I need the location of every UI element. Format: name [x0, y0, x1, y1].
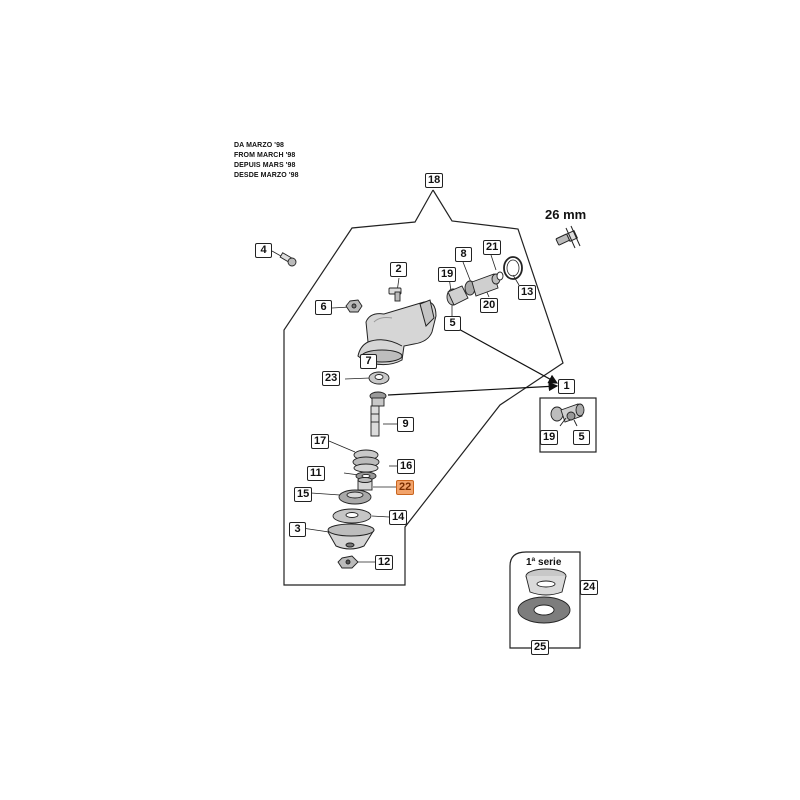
first-series-box [509, 551, 581, 649]
callout-16[interactable]: 16 [397, 459, 416, 474]
part-15-flange [338, 489, 372, 505]
header-line-en: FROM MARCH '98 [234, 152, 296, 159]
first-series-label: 1ª serie [526, 557, 562, 568]
arrow-to-part-1 [387, 326, 559, 396]
part-23-bearing [368, 371, 390, 385]
callout-24[interactable]: 24 [580, 580, 599, 595]
part-2-screw [388, 287, 402, 302]
wrench-26mm-icon [555, 225, 581, 249]
callout-14[interactable]: 14 [389, 510, 408, 525]
header-line-fr: DEPUIS MARS '98 [234, 162, 296, 169]
callout-11[interactable]: 11 [307, 466, 325, 481]
part-6-plug [345, 299, 363, 313]
dimension-label: 26 mm [545, 207, 587, 222]
callout-21[interactable]: 21 [483, 240, 502, 255]
callout-18[interactable]: 18 [425, 173, 444, 188]
part-16-ring-stack [352, 449, 380, 481]
callout-5-detail[interactable]: 5 [573, 430, 590, 445]
part-3-cup [327, 523, 375, 550]
callout-13[interactable]: 13 [518, 285, 537, 300]
callout-19[interactable]: 19 [438, 267, 457, 282]
part-9-shaft [369, 391, 387, 437]
part-12-nut [337, 555, 359, 569]
callout-3[interactable]: 3 [289, 522, 306, 537]
callout-5[interactable]: 5 [444, 316, 461, 331]
callout-19-detail[interactable]: 19 [540, 430, 559, 445]
part-14-washer [332, 508, 372, 524]
callout-15[interactable]: 15 [294, 487, 313, 502]
callout-25[interactable]: 25 [531, 640, 550, 655]
callout-2[interactable]: 2 [390, 262, 407, 277]
callout-9[interactable]: 9 [397, 417, 414, 432]
callout-12[interactable]: 12 [375, 555, 394, 570]
callout-23[interactable]: 23 [322, 371, 341, 386]
callout-20[interactable]: 20 [480, 298, 499, 313]
callout-22-highlighted[interactable]: 22 [396, 480, 415, 495]
part-4-screw [279, 252, 297, 267]
callout-8[interactable]: 8 [455, 247, 472, 262]
callout-7[interactable]: 7 [360, 354, 377, 369]
header-line-es: DESDE MARZO '98 [234, 172, 299, 179]
header-line-it: DA MARZO '98 [234, 142, 285, 149]
part-22-hub [357, 477, 373, 491]
callout-17[interactable]: 17 [311, 434, 330, 449]
part-19-pinion-group [446, 271, 504, 306]
callout-1[interactable]: 1 [558, 379, 575, 394]
assembly-outline [283, 189, 564, 586]
callout-4[interactable]: 4 [255, 243, 272, 258]
callout-6[interactable]: 6 [315, 300, 332, 315]
part-13-circlip [503, 256, 523, 280]
